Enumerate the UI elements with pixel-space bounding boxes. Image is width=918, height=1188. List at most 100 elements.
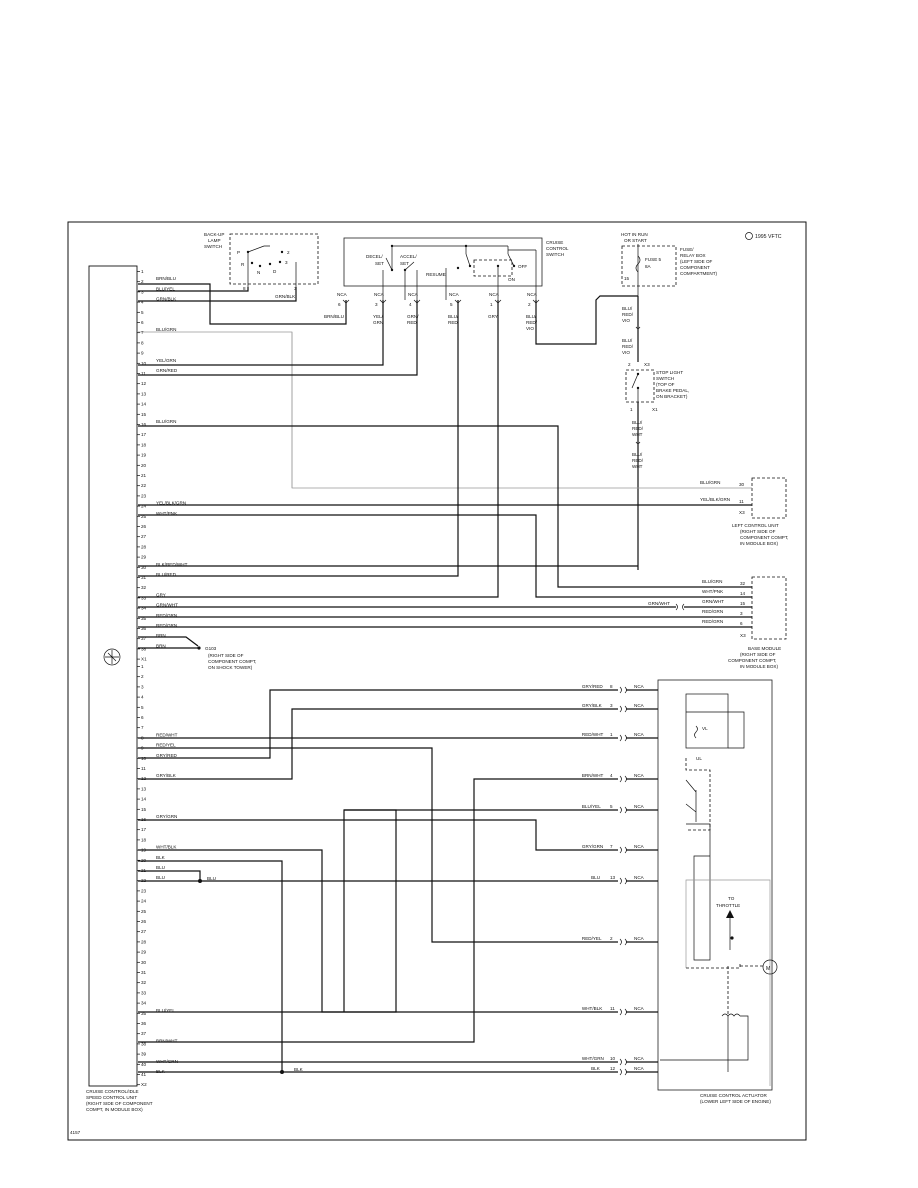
actuator-wire-label: RED/WHT xyxy=(582,732,604,737)
ecu-pin-x1: 20 xyxy=(141,463,147,468)
ecu-pin-x2: 34 xyxy=(141,1001,147,1006)
bm-inline-wire: GRN/WHT xyxy=(648,601,670,606)
diagram-frame xyxy=(67,221,807,1141)
svg-text:BLU/: BLU/ xyxy=(622,338,633,343)
svg-text:COMPONENT COMPT,: COMPONENT COMPT, xyxy=(728,658,776,663)
ecu-pin-x1: 18 xyxy=(141,442,147,447)
ecu-pin-x2: 17 xyxy=(141,827,147,832)
ecu-pin-x2: 18 xyxy=(141,837,147,842)
actuator-nca: NCA xyxy=(634,1006,645,1011)
bm-wire-label: GRN/WHT xyxy=(702,599,724,604)
cruise-pin-wire: RED xyxy=(407,320,417,325)
ecu-pin-x2: 2 xyxy=(141,674,144,679)
ecu-pin-x1: 1 xyxy=(141,269,144,274)
ecu-wire-label: BRN xyxy=(156,643,166,648)
actuator-pin: 12 xyxy=(610,1066,616,1071)
actuator-wire-label: BLU xyxy=(591,875,600,880)
bm-pin: 32 xyxy=(740,581,746,586)
fuse-box-label-5: COMPARTMENT) xyxy=(680,271,718,276)
ecu-wire-label: YEL/BLK/GRN xyxy=(156,501,186,506)
actuator-wire-label: RED/YEL xyxy=(582,936,602,941)
cruise-pin-wire: RED xyxy=(448,320,458,325)
ecu-wire-label: GRN/BLK xyxy=(156,297,177,302)
actuator-wire-label: BLK xyxy=(591,1066,601,1071)
svg-text:WHT: WHT xyxy=(632,464,643,469)
actuator-pin: 13 xyxy=(610,875,616,880)
ecu-wire-label: BLU/GRN xyxy=(156,419,176,424)
ecu-pin-x1: 11 xyxy=(141,371,146,376)
stop-light-switch-box xyxy=(625,369,655,403)
cruise-pin-number: 4 xyxy=(409,302,412,307)
ecu-wire-label: GRN/RED xyxy=(156,368,178,373)
bm-pin: 15 xyxy=(740,601,746,606)
decel-set-label-2: SET xyxy=(375,261,384,266)
ecu-pin-x1: 35 xyxy=(141,616,147,621)
actuator-nca: NCA xyxy=(634,1056,645,1061)
accel-set-label-2: SET xyxy=(400,261,409,266)
svg-text:X1: X1 xyxy=(652,407,658,412)
fuse-relay-box: HOT IN RUN OR START FUSE 5 8A 15 FUSE/ R… xyxy=(621,232,718,300)
ecu-pin-x1: 29 xyxy=(141,555,147,560)
bm-wire-label: BLU/GRN xyxy=(702,579,722,584)
hot-in-run-label-2: OR START xyxy=(624,238,647,243)
cruise-pin-wire: RED/ xyxy=(526,320,538,325)
cruise-pin-nca: NCA xyxy=(374,292,385,297)
ecu-pin-x2: 14 xyxy=(141,797,147,802)
actuator-box xyxy=(657,679,773,1091)
svg-text:ON BRACKET): ON BRACKET) xyxy=(656,394,688,399)
ecu-pin-x2: 7 xyxy=(141,725,144,730)
cruise-pin-nca: NCA xyxy=(408,292,419,297)
fuse-box-label-1: FUSE/ xyxy=(680,247,694,252)
ecu-pin-x2: 29 xyxy=(141,950,147,955)
ecu-pin-x1: 6 xyxy=(141,320,144,325)
actuator-wire-label: GRY/RED xyxy=(582,684,604,689)
off-label: OFF xyxy=(518,264,527,269)
ecu-pin-x2: 24 xyxy=(141,899,147,904)
accel-set-label-1: ACCEL/ xyxy=(400,254,417,259)
svg-text:RED/: RED/ xyxy=(622,344,634,349)
actuator-pin: 10 xyxy=(610,1056,616,1061)
cruise-switch-label-3: SWITCH xyxy=(546,252,564,257)
ecu-wire-label: BRN/BLU xyxy=(156,276,176,281)
ecu-pin-x2: 20 xyxy=(141,858,147,863)
fuse-5-label: FUSE 5 xyxy=(645,257,662,262)
ecu-wire-label: BLU/RED xyxy=(156,572,177,577)
svg-text:VIO: VIO xyxy=(622,350,630,355)
on-label: ON xyxy=(508,277,515,282)
ecu-pin-x1: 14 xyxy=(141,402,147,407)
fuse-box-label-3: (LEFT SIDE OF xyxy=(680,259,713,264)
svg-text:BLU/: BLU/ xyxy=(632,420,643,425)
svg-text:(TOP OF: (TOP OF xyxy=(656,382,675,387)
svg-text:LEFT CONTROL UNIT: LEFT CONTROL UNIT xyxy=(732,523,779,528)
backup-lamp-switch-box xyxy=(229,233,319,285)
ecu-body xyxy=(88,265,138,1087)
cruise-pin-nca: NCA xyxy=(449,292,460,297)
ecu-pin-x1: 21 xyxy=(141,473,147,478)
ecu-pin-x2: 40 xyxy=(141,1062,147,1067)
ecu-pin-x1: 9 xyxy=(141,351,144,356)
switch-pos-d: D xyxy=(273,269,277,274)
cruise-pin-wire: GRY xyxy=(488,314,498,319)
svg-text:ON SHOCK TOWER): ON SHOCK TOWER) xyxy=(208,665,253,670)
ecu-pin-x2: 30 xyxy=(141,960,147,965)
ecu-wire-label: RED/GRN xyxy=(156,623,177,628)
lcu-wire-label: YEL/BLK/GRN xyxy=(700,497,730,502)
ecu-pin-x2: 37 xyxy=(141,1031,147,1036)
svg-text:BLK: BLK xyxy=(294,1067,304,1072)
backup-switch-wire-grn-blk: GRN/BLK xyxy=(275,294,296,299)
actuator-label-2: (LOWER LEFT SIDE OF ENGINE) xyxy=(700,1099,771,1104)
actuator-nca: NCA xyxy=(634,703,645,708)
bm-pin: X3 xyxy=(740,633,746,638)
ecu-pin-x2: 3 xyxy=(141,684,144,689)
ecu-pin-x1: 25 xyxy=(141,514,147,519)
svg-text:COMPONENT COMPT,: COMPONENT COMPT, xyxy=(208,659,256,664)
ecu-pin-x1: 5 xyxy=(141,310,144,315)
ecu-label-line-4: COMPT, IN MODULE BOX) xyxy=(86,1107,143,1112)
actuator-pin: 4 xyxy=(610,773,613,778)
resume-label: RESUME xyxy=(426,272,446,277)
switch-pos-n: N xyxy=(257,270,260,275)
cruise-control-switch: CRUISE CONTROL SWITCH DECEL/ SET ACCEL/ … xyxy=(324,237,569,331)
